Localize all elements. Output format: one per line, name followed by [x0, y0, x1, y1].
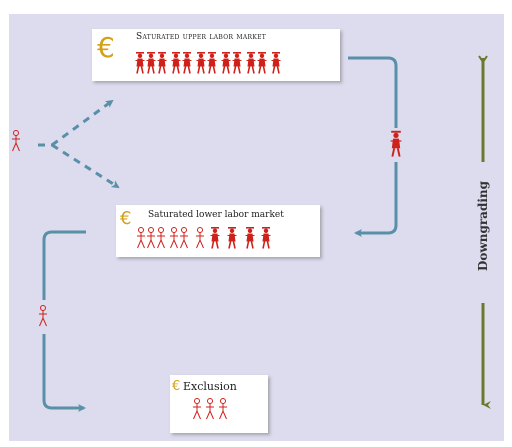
euro-icon: € — [120, 208, 132, 229]
upper-labor-market-box: € Saturated upper labor market — [92, 29, 340, 81]
euro-icon: € — [97, 31, 115, 64]
lower-market-workers — [136, 227, 271, 249]
exclusion-box: € Exclusion — [170, 375, 268, 433]
euro-icon: € — [172, 379, 181, 394]
upper-labor-market-title: Saturated upper labor market — [136, 32, 267, 42]
upper-market-graduates — [135, 52, 281, 74]
entry-fork-arrows — [38, 99, 120, 189]
stick-figure-icon — [11, 130, 21, 152]
worker-figure-gap — [36, 300, 52, 334]
downgrading-label: Downgrading — [476, 180, 490, 271]
excluded-workers — [192, 398, 228, 420]
lower-labor-market-title: Saturated lower labor market — [148, 210, 284, 220]
exclusion-title: Exclusion — [183, 380, 237, 393]
